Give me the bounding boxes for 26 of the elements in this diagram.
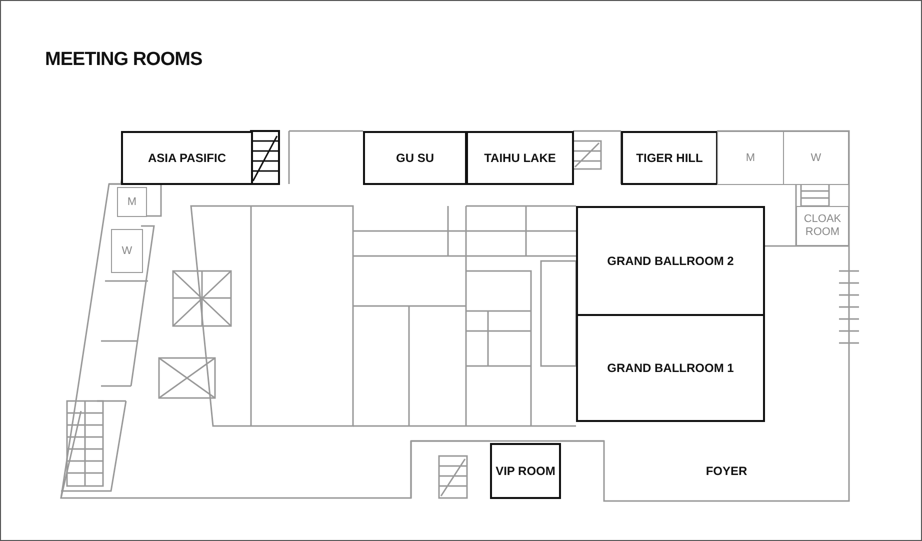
meeting-room: [121, 131, 253, 185]
room-label: TAIHU LAKE: [484, 152, 556, 164]
ballroom: [576, 206, 765, 316]
restroom: [783, 131, 849, 185]
room-label: M: [127, 196, 137, 208]
room-label: W: [122, 244, 132, 258]
meeting-room: [621, 131, 718, 185]
meeting-room: [466, 131, 574, 185]
restroom: [111, 229, 143, 273]
restroom: [717, 131, 784, 185]
room-label: GRAND BALLROOM 2: [607, 254, 734, 268]
cloak-room: [796, 206, 849, 246]
meeting-room: [363, 131, 467, 185]
meeting-room: [490, 443, 561, 499]
room-label: GRAND BALLROOM 1: [607, 362, 734, 374]
room-label: TIGER HILL: [636, 152, 703, 164]
restroom: [117, 187, 147, 217]
plan-title: MEETING ROOMS: [45, 49, 202, 71]
ballroom: [576, 314, 765, 422]
room-label: FOYER: [706, 464, 748, 478]
room-label: W: [810, 152, 822, 164]
room-label: ASIA PASIFIC: [148, 152, 226, 164]
room-label: CLOAK ROOM: [802, 213, 842, 239]
room-label: GU SU: [396, 152, 434, 164]
room-label: M: [746, 152, 756, 164]
room-label: VIP ROOM: [496, 464, 556, 478]
